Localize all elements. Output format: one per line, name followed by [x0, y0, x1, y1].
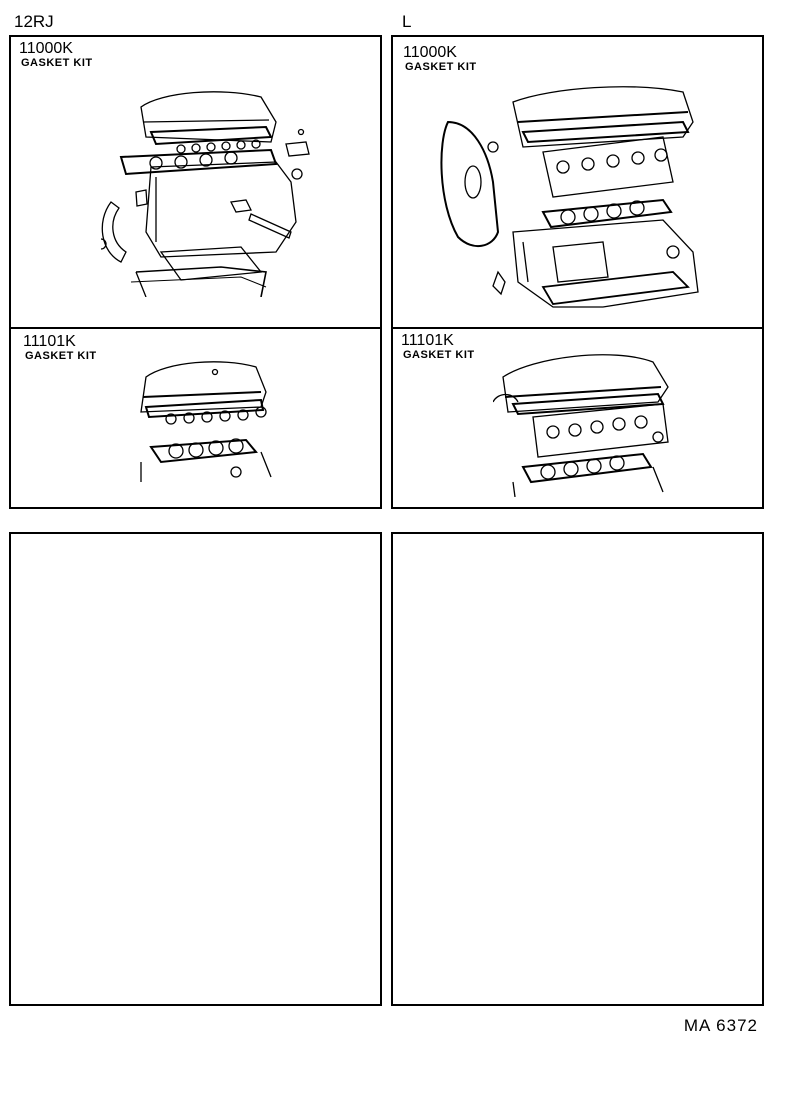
engine-label-12rj: 12RJ — [14, 12, 54, 31]
part-name-12rj-11000k: GASKET KIT — [21, 57, 93, 69]
part-name-12rj-11101k: GASKET KIT — [25, 350, 97, 362]
empty-panel-left — [9, 532, 382, 1006]
engine-label-l: L — [402, 12, 412, 31]
panel-12rj-kits: 11000K GASKET KIT 11101K GASKET — [9, 35, 382, 509]
part-name-l-11101k: GASKET KIT — [403, 349, 475, 361]
panel-divider — [393, 327, 762, 329]
part-number-12rj-11000k: 11000K — [19, 40, 73, 57]
part-name-l-11000k: GASKET KIT — [405, 61, 477, 73]
part-number-12rj-11101k: 11101K — [23, 333, 76, 350]
part-number-l-11000k: 11000K — [403, 44, 457, 61]
valve-grind-gasket-drawing-l — [493, 342, 683, 497]
catalog-code: MA 6372 — [683, 1016, 758, 1035]
valve-grind-gasket-drawing-12rj — [131, 352, 291, 487]
engine-overhaul-gasket-drawing-12rj — [101, 82, 321, 297]
part-number-l-11101k: 11101K — [401, 332, 454, 349]
panel-l-kits: 11000K GASKET KIT 11101K GASKET KIT — [391, 35, 764, 509]
empty-panel-right — [391, 532, 764, 1006]
panel-divider — [11, 327, 380, 329]
engine-overhaul-gasket-drawing-l — [433, 82, 723, 312]
